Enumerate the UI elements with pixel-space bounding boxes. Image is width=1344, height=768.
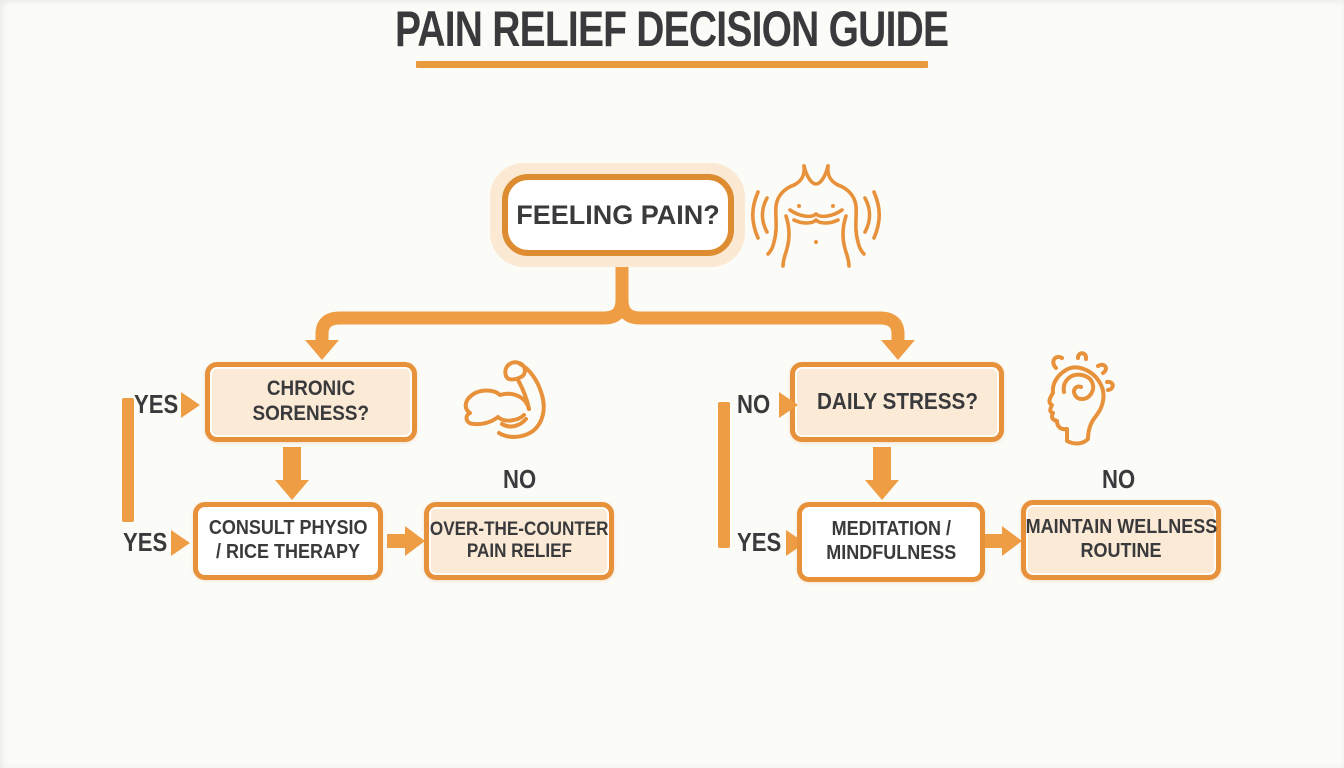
wellness-line2: ROUTINE <box>1080 540 1162 562</box>
maintain-wellness-node: MAINTAIN WELLNESS ROUTINE <box>1021 500 1221 580</box>
page-title: PAIN RELIEF DECISION GUIDE <box>395 1 949 57</box>
arrow-consult-to-otc-shaft <box>387 534 407 548</box>
otc-line1: OVER-THE-COUNTER <box>429 518 609 540</box>
branch-line-right <box>615 256 905 349</box>
yes-label-left-bottom: YES <box>123 527 168 557</box>
daily-stress-node: DAILY STRESS? <box>790 362 1004 442</box>
meditation-node: MEDITATION / MINDFULNESS <box>797 502 985 582</box>
meditation-line2: MINDFULNESS <box>825 542 956 564</box>
branch-connector <box>305 256 915 360</box>
otc-line2: PAIN RELIEF <box>466 541 572 562</box>
down-arrow-right-shaft <box>873 447 891 481</box>
muscle-icon <box>463 360 546 439</box>
no-label-otc: NO <box>503 464 537 494</box>
body-pain-icon <box>750 164 882 268</box>
down-arrowhead-right-branch <box>881 340 915 360</box>
right-branch-bar <box>718 402 730 548</box>
left-branch-bar <box>122 398 134 522</box>
consult-physio-node: CONSULT PHYSIO / RICE THERAPY <box>193 502 383 580</box>
arrow-meditation-to-wellness-shaft <box>985 534 1004 548</box>
yes-arrowhead-left-bottom <box>171 530 190 556</box>
daily-stress-label: DAILY STRESS? <box>816 388 978 415</box>
yes-arrowhead-left-top <box>181 392 200 418</box>
meditation-line1: MEDITATION / <box>831 518 951 541</box>
arrow-consult-to-otc-head <box>405 526 425 556</box>
no-label-right-top: NO <box>737 389 771 419</box>
title-underline <box>416 61 928 68</box>
consult-physio-line1: CONSULT PHYSIO <box>208 517 368 540</box>
branch-line-left <box>315 256 629 349</box>
no-arrowhead-right-top <box>779 392 798 418</box>
consult-physio-line2: / RICE THERAPY <box>215 541 361 563</box>
wellness-line1: MAINTAIN WELLNESS <box>1025 516 1217 539</box>
down-arrow-left-shaft <box>283 447 301 481</box>
arrow-meditation-to-wellness-head <box>1002 526 1022 556</box>
yes-label-right-bottom: YES <box>737 527 782 557</box>
mind-icon <box>1047 351 1115 446</box>
down-arrowhead-left-branch <box>305 340 339 360</box>
chronic-soreness-line1: CHRONIC <box>266 377 356 401</box>
no-label-wellness: NO <box>1102 464 1136 494</box>
feeling-pain-node: FEELING PAIN? <box>502 174 734 256</box>
yes-label-left-top: YES <box>134 389 179 419</box>
otc-pain-relief-node: OVER-THE-COUNTER PAIN RELIEF <box>424 502 614 580</box>
chronic-soreness-line2: SORENESS? <box>252 402 370 425</box>
down-arrow-left-head <box>275 480 309 500</box>
chronic-soreness-node: CHRONIC SORENESS? <box>205 362 417 442</box>
down-arrow-right-head <box>865 480 899 500</box>
feeling-pain-label: FEELING PAIN? <box>516 199 720 230</box>
header: PAIN RELIEF DECISION GUIDE <box>0 0 1344 68</box>
